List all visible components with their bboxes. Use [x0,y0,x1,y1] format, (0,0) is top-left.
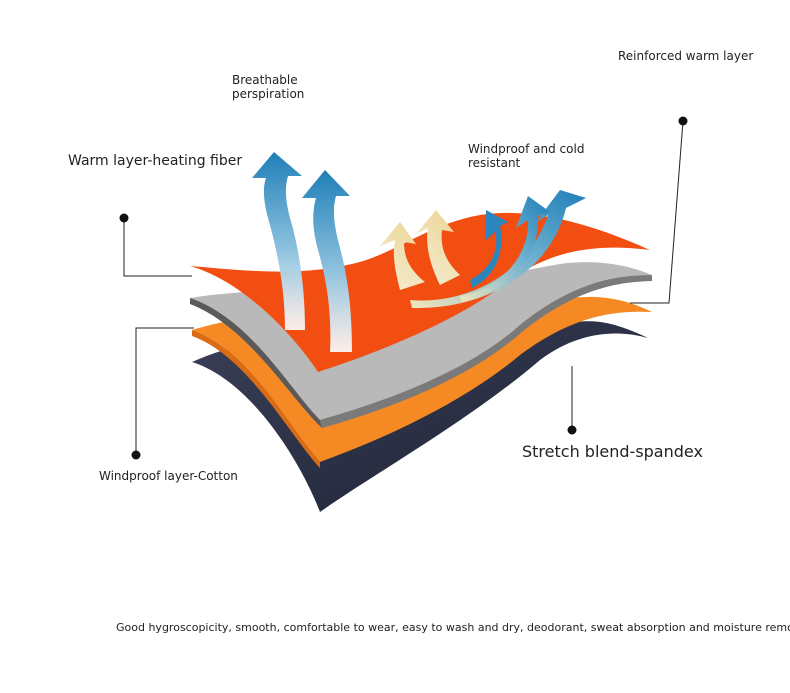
label-windproof-cold: Windproof and cold resistant [468,142,585,170]
marker-dot-reinforced [678,116,688,126]
leader-warm-layer [119,213,192,277]
marker-dot-stretch [567,425,577,435]
breathable-arrow-icon [252,152,352,352]
label-reinforced-warm-layer: Reinforced warm layer [618,49,754,63]
label-windproof-layer: Windproof layer-Cotton [99,469,238,483]
leader-reinforced [630,116,688,304]
label-breathable-perspiration: Breathable perspiration [232,73,305,101]
wind-arrow-icon [380,190,586,309]
marker-dot-windproof-layer [131,450,141,460]
label-stretch-blend: Stretch blend-spandex [522,442,703,461]
label-warm-layer: Warm layer-heating fiber [68,153,243,169]
marker-dot-warm-layer [119,213,129,223]
footer-caption: Good hygroscopicity, smooth, comfortable… [116,621,790,634]
leader-stretch [567,366,577,435]
leader-windproof-layer [131,327,194,460]
